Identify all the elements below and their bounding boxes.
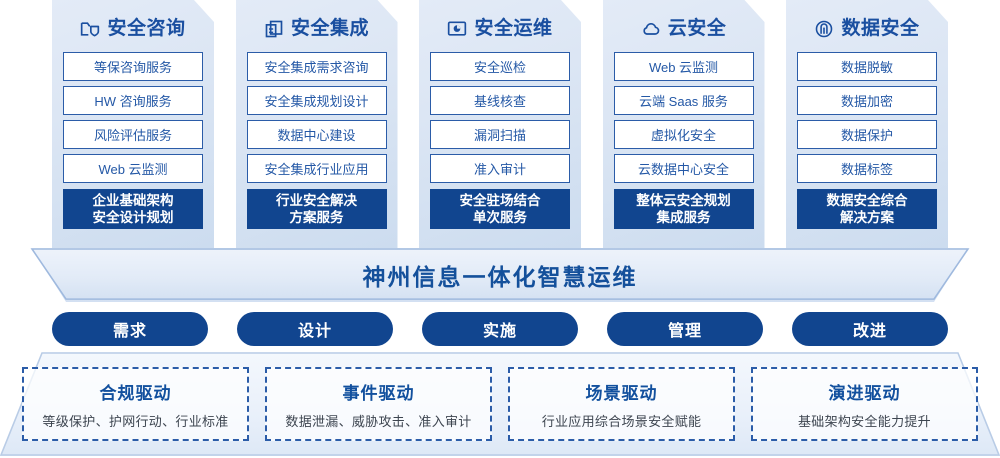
pillar-title: 数据安全 (841, 18, 920, 39)
pillar-columns: 安全咨询 等保咨询服务 HW 咨询服务 风险评估服务 Web 云监测 企业基础架… (52, 0, 948, 248)
pillar-title: 云安全 (667, 18, 727, 39)
pillar-highlight-line2: 安全设计规划 (92, 210, 174, 225)
pillar-item[interactable]: 数据脱敏 (797, 52, 937, 81)
pillar-highlight-line1: 行业安全解决 (276, 193, 357, 208)
driver-scenario[interactable]: 场景驱动 行业应用综合场景安全赋能 (508, 367, 735, 441)
driver-compliance[interactable]: 合规驱动 等级保护、护网行动、行业标准 (22, 367, 249, 441)
phase-pill-requirements[interactable]: 需求 (52, 312, 208, 346)
pillar-item[interactable]: 虚拟化安全 (613, 120, 754, 149)
pillar-title: 安全集成 (290, 18, 369, 39)
pillar-item[interactable]: 云数据中心安全 (613, 154, 754, 183)
driver-incident[interactable]: 事件驱动 数据泄漏、威胁攻击、准入审计 (265, 367, 492, 441)
pillar-header: 云安全 (641, 12, 727, 46)
driver-subtitle: 数据泄漏、威胁攻击、准入审计 (285, 413, 472, 429)
pillar-cloud-security[interactable]: 云安全 Web 云监测 云端 Saas 服务 虚拟化安全 云数据中心安全 整体云… (602, 0, 765, 248)
driver-title: 合规驱动 (99, 383, 172, 403)
pillar-item[interactable]: 云端 Saas 服务 (613, 86, 754, 115)
monitor-chart-icon (447, 19, 467, 39)
pillar-item[interactable]: 安全集成规划设计 (246, 86, 387, 115)
phase-pill-improvement[interactable]: 改进 (792, 312, 948, 346)
pillar-header: 安全集成 (264, 12, 369, 46)
pillar-security-consulting[interactable]: 安全咨询 等保咨询服务 HW 咨询服务 风险评估服务 Web 云监测 企业基础架… (52, 0, 214, 248)
pillar-item[interactable]: 等保咨询服务 (63, 52, 203, 81)
phase-pill-design[interactable]: 设计 (237, 312, 393, 346)
pillar-highlight[interactable]: 企业基础架构 安全设计规划 (63, 189, 203, 229)
stacked-documents-icon (264, 19, 284, 39)
pillar-item[interactable]: 数据保护 (797, 120, 937, 149)
pillar-item[interactable]: 安全巡检 (430, 52, 570, 81)
pillar-title: 安全运维 (474, 18, 553, 39)
pillar-item[interactable]: 准入审计 (430, 154, 570, 183)
pillar-header: 安全咨询 (80, 12, 185, 46)
driver-title: 演进驱动 (828, 383, 901, 403)
pillar-highlight[interactable]: 安全驻场结合 单次服务 (430, 189, 570, 229)
pillar-item[interactable]: 数据加密 (797, 86, 937, 115)
pillar-highlight-line1: 整体云安全规划 (636, 193, 731, 208)
banner-title: 神州信息一体化智慧运维 (362, 264, 638, 290)
pillar-item[interactable]: 风险评估服务 (63, 120, 203, 149)
pillar-item[interactable]: Web 云监测 (613, 52, 754, 81)
platform-banner: 神州信息一体化智慧运维 (0, 248, 1000, 306)
pillar-item[interactable]: HW 咨询服务 (63, 86, 203, 115)
pillar-header: 安全运维 (447, 12, 552, 46)
fingerprint-icon (814, 19, 834, 39)
pillar-title: 安全咨询 (107, 18, 186, 39)
driver-subtitle: 行业应用综合场景安全赋能 (541, 413, 702, 429)
drivers-list: 合规驱动 等级保护、护网行动、行业标准 事件驱动 数据泄漏、威胁攻击、准入审计 … (0, 352, 1000, 456)
phase-pill-management[interactable]: 管理 (607, 312, 763, 346)
pillar-highlight[interactable]: 整体云安全规划 集成服务 (613, 189, 754, 229)
cloud-icon (641, 19, 661, 39)
phase-pill-implementation[interactable]: 实施 (422, 312, 578, 346)
pillar-item[interactable]: 漏洞扫描 (430, 120, 570, 149)
pillar-highlight-line2: 方案服务 (289, 210, 344, 225)
pillar-item[interactable]: 数据标签 (797, 154, 937, 183)
driver-title: 场景驱动 (585, 383, 658, 403)
pillar-highlight-line1: 安全驻场结合 (459, 193, 541, 208)
pillar-security-integration[interactable]: 安全集成 安全集成需求咨询 安全集成规划设计 数据中心建设 安全集成行业应用 行… (235, 0, 398, 248)
pillar-highlight[interactable]: 数据安全综合 解决方案 (797, 189, 937, 229)
phase-pills: 需求 设计 实施 管理 改进 (0, 312, 1000, 348)
pillar-highlight[interactable]: 行业安全解决 方案服务 (246, 189, 387, 229)
pillar-header: 数据安全 (814, 12, 919, 46)
driver-title: 事件驱动 (342, 383, 415, 403)
pillar-highlight-line1: 企业基础架构 (92, 193, 174, 208)
pillar-highlight-line2: 集成服务 (656, 210, 711, 225)
pillar-highlight-line2: 解决方案 (840, 210, 894, 225)
pillar-item[interactable]: 安全集成行业应用 (246, 154, 387, 183)
pillar-highlight-line1: 数据安全综合 (826, 193, 908, 208)
driver-subtitle: 基础架构安全能力提升 (797, 413, 931, 429)
pillar-item[interactable]: 基线核查 (430, 86, 570, 115)
folder-shield-icon (80, 19, 100, 39)
driver-evolution[interactable]: 演进驱动 基础架构安全能力提升 (751, 367, 978, 441)
driver-subtitle: 等级保护、护网行动、行业标准 (42, 413, 229, 429)
pillar-item[interactable]: 安全集成需求咨询 (246, 52, 387, 81)
pillar-security-operations[interactable]: 安全运维 安全巡检 基线核查 漏洞扫描 准入审计 安全驻场结合 单次服务 (419, 0, 581, 248)
pillar-highlight-line2: 单次服务 (473, 210, 527, 225)
pillar-item[interactable]: Web 云监测 (63, 154, 203, 183)
drivers-section: 合规驱动 等级保护、护网行动、行业标准 事件驱动 数据泄漏、威胁攻击、准入审计 … (0, 352, 1000, 458)
pillar-data-security[interactable]: 数据安全 数据脱敏 数据加密 数据保护 数据标签 数据安全综合 解决方案 (786, 0, 948, 248)
pillar-item[interactable]: 数据中心建设 (246, 120, 387, 149)
